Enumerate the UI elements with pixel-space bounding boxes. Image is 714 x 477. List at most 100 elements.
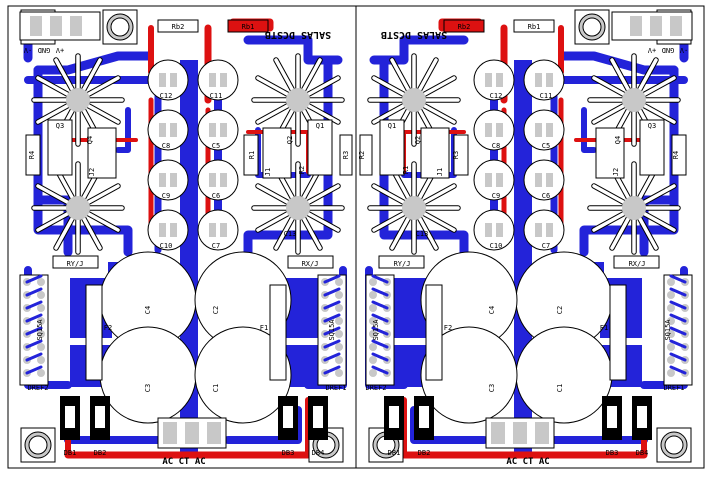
capacitor-label: C1 — [212, 384, 220, 392]
mounting-hole — [574, 9, 610, 45]
resistor — [513, 19, 555, 33]
capacitor-label: C5 — [542, 142, 550, 150]
pad — [667, 356, 675, 364]
pad — [369, 291, 377, 299]
module-label: SQ15A — [36, 319, 44, 341]
terminal-pad — [50, 16, 62, 36]
capacitor-label: C7 — [542, 242, 550, 250]
resistor — [287, 255, 334, 269]
terminal-pad — [70, 16, 82, 36]
resistor-label: Rb1 — [242, 23, 255, 31]
pad — [335, 317, 343, 325]
strip-trace — [669, 274, 687, 284]
strip-trace — [323, 300, 341, 310]
transistor-body — [307, 119, 333, 176]
resistor-label: Rb1 — [528, 23, 541, 31]
strip-trace — [669, 313, 687, 323]
pad — [37, 291, 45, 299]
strip-trace — [323, 287, 341, 297]
resistor-label: R2 — [298, 166, 306, 174]
resistor — [243, 134, 259, 176]
resistor — [227, 19, 269, 33]
strip-trace — [323, 313, 341, 323]
resistor-label: R1 — [402, 166, 410, 174]
strip-trace — [371, 274, 389, 284]
jumper-label: J1 — [436, 168, 444, 176]
strip-trace — [25, 352, 43, 362]
rail-trace — [243, 35, 343, 65]
terminal-pad — [163, 422, 177, 444]
resistor-label: R4 — [28, 151, 36, 159]
strip-trace — [323, 326, 341, 336]
pad — [369, 317, 377, 325]
mounting-hole — [102, 9, 138, 45]
pad — [37, 317, 45, 325]
capacitor-label: C12 — [160, 92, 173, 100]
mounting-hole — [656, 427, 692, 463]
transistor-body — [262, 127, 292, 179]
pad — [369, 343, 377, 351]
capacitor-label: C2 — [556, 306, 564, 314]
strip-trace — [669, 365, 687, 375]
pad — [37, 343, 45, 351]
pad — [667, 304, 675, 312]
capacitor-label: C3 — [144, 384, 152, 392]
terminal-pad — [670, 16, 682, 36]
fuse-label: F2 — [104, 324, 112, 332]
board-title: SALAS DCSTB — [265, 29, 331, 40]
resistor — [378, 255, 425, 269]
board-artwork — [359, 9, 693, 463]
pad — [369, 330, 377, 338]
strip-trace — [25, 300, 43, 310]
capacitor-label: C6 — [212, 192, 220, 200]
rail-trace — [115, 107, 131, 153]
resistor — [52, 255, 99, 269]
capacitor-label: C4 — [488, 306, 496, 314]
strip-trace — [371, 339, 389, 349]
diode-body — [419, 406, 429, 428]
diode-label: DB3 — [282, 449, 295, 457]
capacitor-label: C4 — [144, 306, 152, 314]
pad — [37, 330, 45, 338]
module-label: SQ15A — [328, 319, 336, 341]
pad — [369, 304, 377, 312]
rail-trace — [559, 51, 679, 75]
resistor — [359, 134, 373, 176]
resistor-label: RX/J — [629, 260, 646, 268]
module-label: SQ15A — [372, 319, 380, 341]
diode-label: DB2 — [94, 449, 107, 457]
strip-trace — [669, 339, 687, 349]
terminal-pad — [491, 422, 505, 444]
resistor-label: R1 — [248, 151, 256, 159]
jumper-label: J2 — [88, 168, 96, 176]
strip-trace — [669, 352, 687, 362]
filter-capacitor — [515, 326, 613, 424]
pad — [667, 317, 675, 325]
resistor-label: R4 — [672, 151, 680, 159]
capacitor-label: C7 — [212, 242, 220, 250]
resistor-label: Rb2 — [172, 23, 185, 31]
strip-trace — [25, 339, 43, 349]
resistor-label: RY/J — [67, 260, 84, 268]
ac-label: AC CT AC — [506, 457, 549, 467]
pad — [335, 369, 343, 377]
resistor — [443, 19, 485, 33]
fuse-holder — [85, 284, 103, 381]
resistor — [25, 134, 41, 176]
transistor-label: Q4 — [614, 136, 622, 144]
capacitor-label: C8 — [492, 142, 500, 150]
module-label: SQ15A — [664, 319, 672, 341]
resistor — [339, 134, 353, 176]
terminal-pad — [650, 16, 662, 36]
transistor-body — [420, 127, 450, 179]
pad — [335, 278, 343, 286]
capacitor-label: C5 — [212, 142, 220, 150]
strip-trace — [669, 287, 687, 297]
diode-body — [65, 406, 75, 428]
pad — [335, 330, 343, 338]
strip-trace — [669, 300, 687, 310]
capacitor-label: C1 — [556, 384, 564, 392]
